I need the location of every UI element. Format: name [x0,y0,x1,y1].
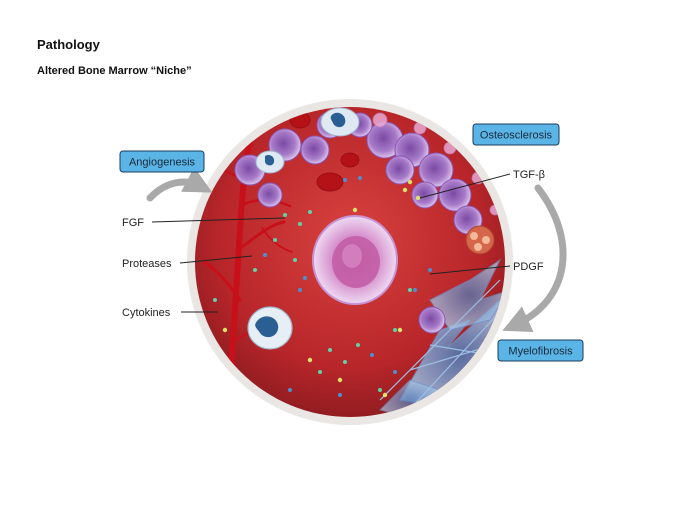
small-cell [418,306,446,334]
bone-cells [366,121,483,235]
angiogenesis-arrow [146,167,213,202]
pdgf-label: PDGF [513,261,544,273]
proteases-label: Proteases [122,258,172,270]
svg-text:Angiogenesis: Angiogenesis [129,157,196,169]
leukocyte-top [255,107,360,174]
cytokines-label: Cytokines [122,307,171,319]
svg-text:Osteosclerosis: Osteosclerosis [480,130,553,142]
osteosclerosis-label: Osteosclerosis [472,123,560,146]
tgf-beta-label: TGF-β [513,169,545,181]
angiogenesis-label: Angiogenesis [119,150,205,173]
svg-text:Myelofibrosis: Myelofibrosis [508,346,573,358]
leukocyte-bottom [247,306,293,350]
page-subtitle: Altered Bone Marrow “Niche” [37,65,192,77]
myelofibrosis-label: Myelofibrosis [497,339,584,362]
callout-lines [151,173,511,313]
signaling-molecules [213,176,432,398]
myelofibrosis-arrow [502,184,567,332]
erythroid-cluster [465,225,495,255]
red-blood-cells [289,111,360,192]
fgf-label: FGF [122,217,144,229]
page-title: Pathology [37,37,100,52]
megakaryocyte [312,215,398,305]
